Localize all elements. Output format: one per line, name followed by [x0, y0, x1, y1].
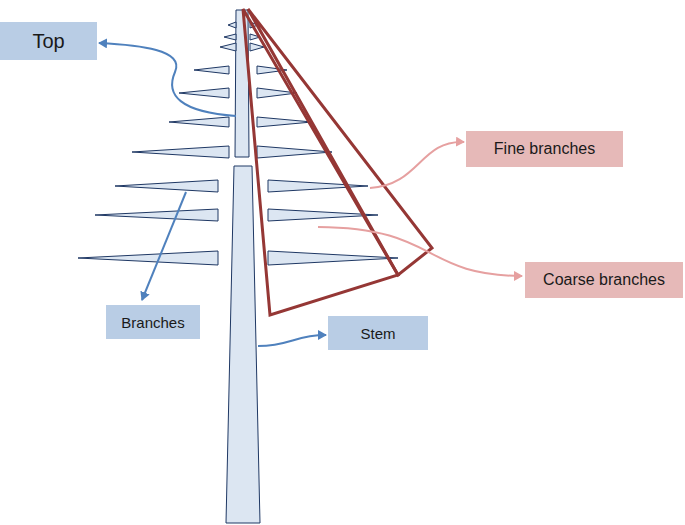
- leader-arrow: [370, 142, 464, 188]
- branch: [220, 43, 236, 51]
- branch: [115, 180, 218, 192]
- class-label-box: Coarse branches: [525, 262, 683, 298]
- branch-outline: [243, 9, 432, 315]
- branch: [224, 34, 236, 40]
- label-text: Top: [32, 30, 64, 53]
- branch: [132, 146, 229, 158]
- branch: [257, 146, 332, 158]
- part-label-box: Branches: [106, 305, 200, 339]
- branch: [95, 209, 218, 221]
- stem-lower: [226, 166, 260, 523]
- branch: [268, 251, 398, 265]
- label-text: Fine branches: [494, 140, 595, 158]
- label-text: Branches: [121, 314, 184, 331]
- leader-arrow: [258, 335, 326, 346]
- branch: [194, 66, 229, 74]
- stem-top: [235, 10, 249, 157]
- label-text: Coarse branches: [543, 271, 665, 289]
- leader-arrow: [318, 227, 522, 276]
- leader-arrow: [142, 192, 186, 300]
- part-label-box: Stem: [328, 316, 428, 350]
- class-label-box: Fine branches: [466, 131, 623, 167]
- part-label-box: Top: [0, 22, 97, 60]
- branch: [257, 117, 312, 127]
- branch: [169, 117, 229, 127]
- branch: [78, 251, 218, 265]
- branch: [228, 22, 236, 28]
- label-text: Stem: [360, 325, 395, 342]
- branch: [179, 88, 229, 98]
- branch: [268, 180, 368, 192]
- leader-arrow: [99, 43, 236, 116]
